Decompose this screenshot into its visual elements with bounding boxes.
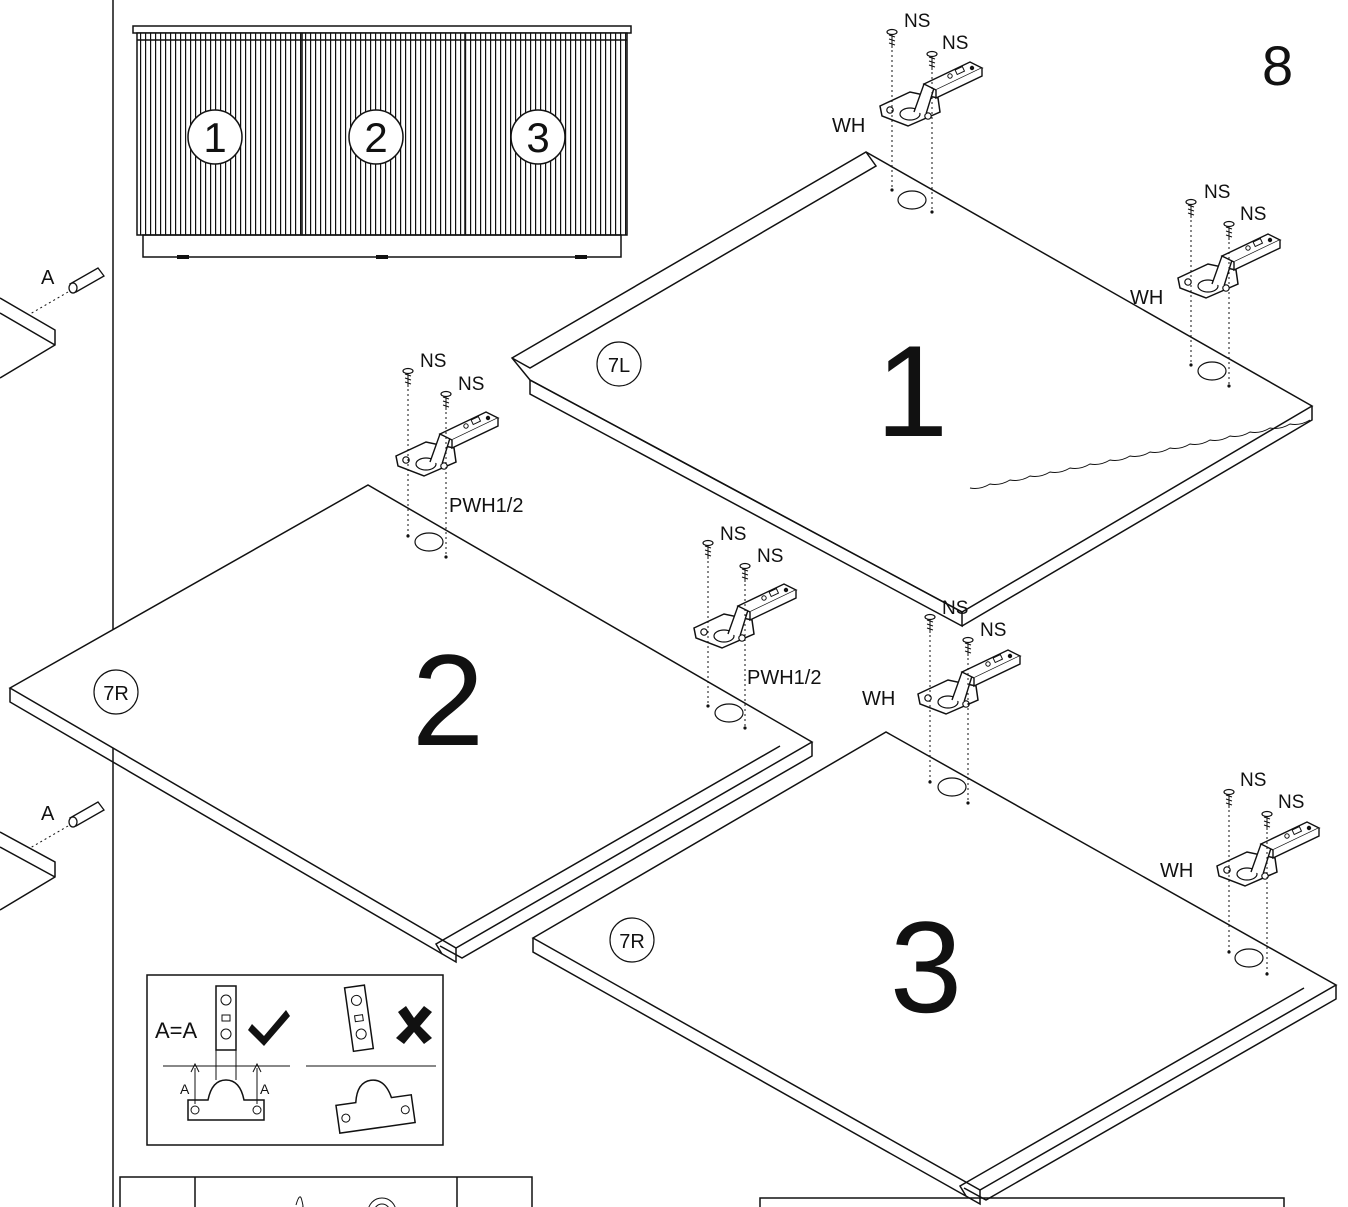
inset-marker: A (180, 1081, 190, 1097)
screw-label: NS (980, 620, 1006, 641)
screw-label: NS (420, 351, 446, 372)
alignment-inset (146, 974, 444, 1146)
cross-mark-icon (396, 1006, 432, 1044)
screw-label: NS (720, 524, 746, 545)
overview-door-3: 3 (526, 114, 549, 161)
door-2-panel-label: 7R (103, 683, 129, 705)
screw-label: NS (1240, 770, 1266, 791)
overview-door-2: 2 (364, 114, 387, 161)
dowel-label: A (41, 267, 55, 289)
parts-table (119, 1176, 533, 1207)
door-2-panel (8, 484, 814, 964)
door-1-panel (510, 151, 1314, 628)
hinge-label: WH (862, 688, 895, 710)
hinge-door1-top (879, 28, 983, 214)
screw-label: NS (757, 546, 783, 567)
door-1-panel-label: 7L (608, 355, 630, 377)
note-box (759, 1197, 1285, 1207)
door-1-number: 1 (876, 318, 948, 464)
door-2-number: 2 (412, 627, 484, 773)
hinge-door1-bottom (1177, 198, 1281, 388)
door-3-number: 3 (890, 894, 962, 1040)
cabinet-overview (132, 25, 632, 259)
inset-marker: A (260, 1081, 270, 1097)
overview-door-1: 1 (203, 114, 226, 161)
screw-label: NS (1204, 182, 1230, 203)
hinge-label: WH (1160, 860, 1193, 882)
step-number: 8 (1262, 34, 1293, 97)
door-3-panel-label: 7R (619, 931, 645, 953)
hinge-door2-bottom (693, 539, 797, 730)
dowel-bottom (29, 801, 105, 849)
door-3-panel (531, 731, 1338, 1206)
hinge-door2-top (395, 367, 499, 559)
dowel-label: A (41, 803, 55, 825)
hinge-label: WH (1130, 287, 1163, 309)
hinge-label: PWH1/2 (449, 495, 523, 517)
screw-label: NS (942, 598, 968, 619)
hinge-label: WH (832, 115, 865, 137)
dowel-top (29, 267, 105, 315)
screw-label: NS (458, 374, 484, 395)
hinge-door3-top (917, 613, 1021, 805)
hinge-label: PWH1/2 (747, 667, 821, 689)
screw-label: NS (904, 11, 930, 32)
screw-label: NS (942, 33, 968, 54)
inset-equation: A=A (155, 1018, 198, 1043)
screw-label: NS (1278, 792, 1304, 813)
check-mark-icon (248, 1010, 290, 1046)
hinge-door3-bottom (1216, 788, 1320, 976)
screw-label: NS (1240, 204, 1266, 225)
